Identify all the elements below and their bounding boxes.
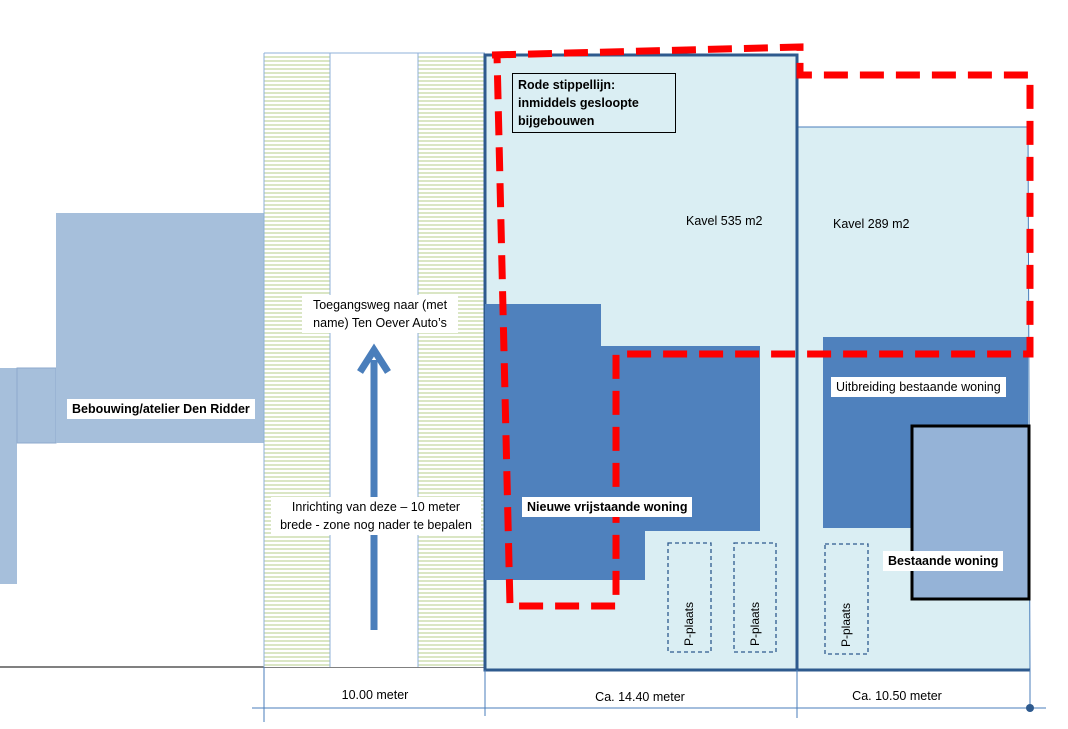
- existing-house: [910, 424, 1031, 601]
- extension-existing-label: Uitbreiding bestaande woning: [831, 377, 1006, 397]
- parking-1: [667, 542, 712, 653]
- access-road-label: Toegangsweg naar (met name) Ten Oever Au…: [302, 295, 458, 333]
- existing-house-label: Bestaande woning: [883, 551, 1004, 571]
- direction-arrow-head: [357, 343, 391, 374]
- parking-2: [733, 542, 777, 653]
- dimension-end-dot: [1026, 704, 1034, 712]
- legend-red-dotted: Rode stippellijn: inmiddels gesloopte bi…: [512, 73, 676, 133]
- parking-3: [824, 543, 869, 655]
- dimension-plot-289-width: Ca. 10.50 meter: [852, 689, 942, 703]
- road-verge-right: [418, 53, 485, 667]
- plot-289-label: Kavel 289 m2: [833, 217, 910, 231]
- neighbor-building-far: [0, 368, 17, 584]
- neighbor-building-label: Bebouwing/atelier Den Ridder: [67, 399, 255, 419]
- plot-535-label: Kavel 535 m2: [686, 214, 763, 228]
- parking-3-label: P-plaats: [839, 602, 853, 648]
- parking-2-label: P-plaats: [748, 601, 762, 647]
- demolished-outline-main: [491, 43, 1034, 610]
- zone-note-label: Inrichting van deze – 10 meter brede - z…: [271, 497, 481, 535]
- neighbor-building-connector: [16, 367, 57, 444]
- parking-1-label: P-plaats: [682, 601, 696, 647]
- dimension-plot-535-width: Ca. 14.40 meter: [595, 690, 685, 704]
- dimension-road-width: 10.00 meter: [341, 688, 409, 702]
- new-house-label: Nieuwe vrijstaande woning: [522, 497, 693, 517]
- road-verge-left: [264, 53, 330, 667]
